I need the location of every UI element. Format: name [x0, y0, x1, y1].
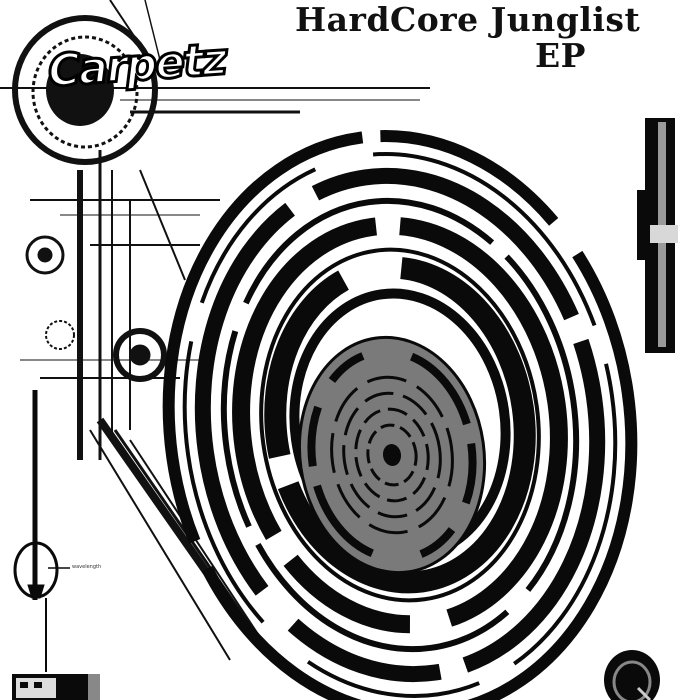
turntable-platter: [162, 130, 638, 700]
probe-label: wavelength: [72, 564, 102, 570]
speaker-ring: [12, 15, 158, 165]
control-box: [12, 674, 100, 700]
album-format: EP: [535, 36, 586, 75]
pitch-fader: [637, 118, 678, 353]
center-label: [297, 335, 487, 575]
album-title: HardCore Junglist: [295, 0, 641, 39]
needle-probe-icon: [13, 390, 70, 672]
rotary-knob-icon: [604, 650, 660, 700]
gear-icon: [25, 235, 167, 382]
